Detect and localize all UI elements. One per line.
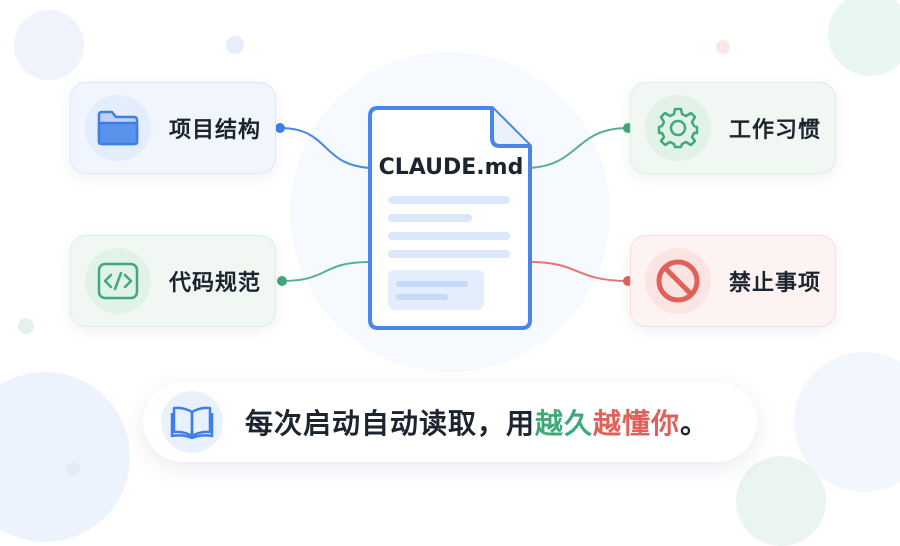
decor-dot-left-green (18, 318, 34, 334)
document-title: CLAUDE.md (378, 155, 524, 180)
summary-banner: 每次启动自动读取，用越久越懂你。 (143, 382, 757, 462)
doc-line-1 (388, 196, 510, 204)
decor-dot-top-center (226, 36, 244, 54)
document-icon (368, 106, 532, 330)
card-prohibitions: 禁止事项 (630, 235, 836, 327)
card-label-prohibitions: 禁止事项 (729, 271, 822, 296)
card-icon-bg-project-structure (85, 95, 151, 161)
card-code-style: 代码规范 (70, 235, 276, 327)
doc-line-2 (388, 214, 472, 222)
card-project-structure: 项目结构 (70, 82, 276, 174)
doc-block-line-2 (396, 294, 448, 300)
connector-work-habits (529, 127, 629, 169)
connector-dot-code-style (277, 276, 287, 286)
decor-dot-pink (716, 40, 730, 54)
card-icon-bg-code-style (85, 248, 151, 314)
doc-line-4 (388, 250, 510, 258)
doc-block-line-1 (396, 281, 468, 287)
banner-icon-bg (161, 391, 223, 453)
doc-block (388, 270, 484, 310)
gear-icon (657, 107, 699, 149)
card-icon-bg-prohibitions (645, 248, 711, 314)
prohibited-icon (656, 259, 700, 303)
banner-text-accent1: 越久 (535, 407, 594, 440)
banner-text-accent2: 越懂你 (593, 407, 681, 440)
banner-text: 每次启动自动读取，用越久越懂你。 (245, 402, 709, 442)
folder-icon (97, 110, 139, 146)
code-icon (97, 262, 139, 300)
banner-text-part2: 。 (680, 407, 710, 440)
card-label-code-style: 代码规范 (169, 271, 262, 296)
decor-blob-top-left (14, 10, 84, 80)
card-work-habits: 工作习惯 (630, 82, 836, 174)
card-label-project-structure: 项目结构 (169, 118, 262, 143)
connector-prohibitions (529, 261, 629, 282)
decor-dot-bottom-left (66, 462, 80, 476)
card-icon-bg-work-habits (645, 95, 711, 161)
open-book-icon (170, 406, 214, 439)
connector-dot-project-structure (275, 123, 285, 133)
connector-project-structure (279, 127, 371, 169)
decor-blob-top-right (828, 0, 900, 76)
connector-code-style (281, 261, 371, 282)
connector-lines (275, 106, 633, 330)
doc-line-3 (388, 232, 510, 240)
banner-text-part1: 每次启动自动读取，用 (245, 407, 536, 440)
card-label-work-habits: 工作习惯 (729, 118, 822, 143)
